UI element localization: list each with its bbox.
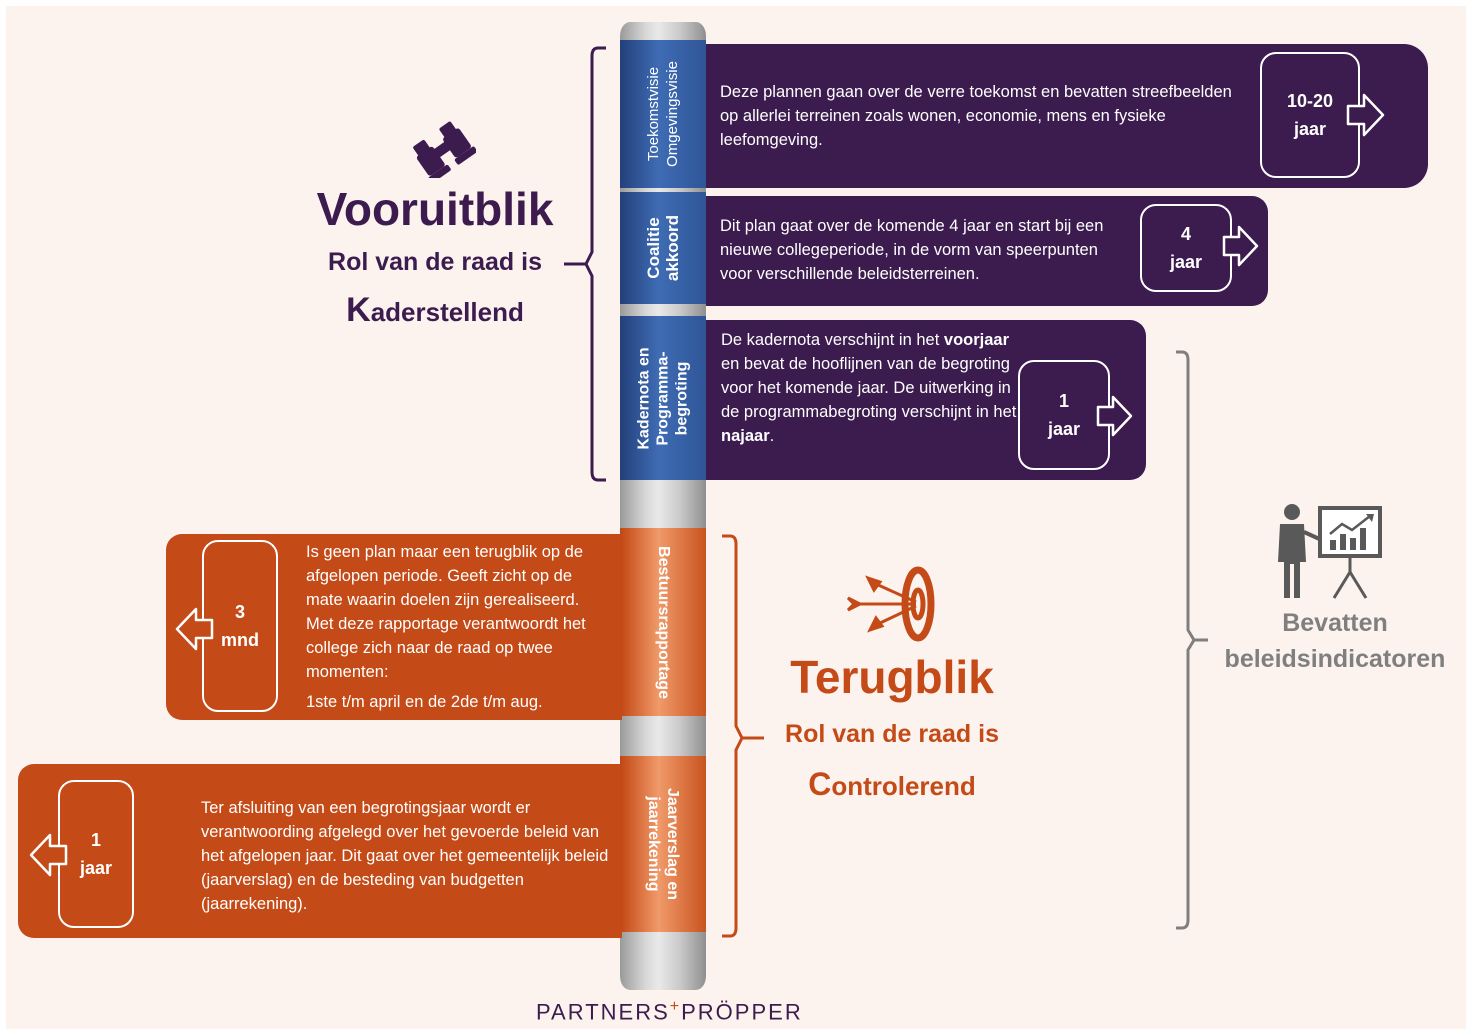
- banner-bestuurs-period-unit: mnd: [221, 630, 259, 650]
- segment-bestuurs-line1: Bestuursrapportage: [654, 545, 672, 699]
- logo-part1: PARTNERS: [536, 999, 670, 1025]
- banner-jaarverslag: 1 jaar Ter afsluiting van een begrotings…: [18, 764, 622, 938]
- banner-bestuurs-period-value: 3: [234, 602, 245, 622]
- segment-kadernota-line3: begroting: [673, 361, 691, 435]
- segment-coalitie[interactable]: Coalitie akkoord: [620, 192, 706, 304]
- arrow-left-icon: [175, 607, 214, 651]
- banner-bestuurs-text2: 1ste t/m april en de 2de t/m aug.: [306, 693, 543, 711]
- banner-kadernota-text-a: De kadernota verschijnt in het: [721, 331, 940, 349]
- banner-jaarverslag-period: 1 jaar: [58, 780, 134, 928]
- banner-kadernota-text-e: .: [769, 427, 775, 445]
- banner-visie-period-unit: jaar: [1293, 119, 1327, 139]
- segment-coalitie-line1: Coalitie: [643, 217, 663, 279]
- segment-jaarverslag-line1: Jaarverslag en: [664, 787, 682, 901]
- terugblik-role-initial: C: [808, 766, 832, 802]
- terugblik-bracket: [722, 534, 764, 938]
- banner-kadernota-period-unit: jaar: [1047, 419, 1081, 439]
- vooruitblik-role: Kaderstellend: [290, 290, 580, 332]
- banner-coalitie-period: 4 jaar: [1140, 204, 1232, 292]
- indicators-bracket: [1176, 350, 1208, 930]
- vooruitblik-role-rest: aderstellend: [370, 297, 524, 327]
- terugblik-title: Terugblik: [790, 651, 994, 703]
- segment-kadernota-line1: Kadernota en: [635, 346, 653, 450]
- banner-jaarverslag-text: Ter afsluiting van een begrotingsjaar wo…: [201, 799, 609, 913]
- banner-kadernota-text-d: najaar: [721, 427, 770, 445]
- partners-propper-logo: PARTNERS+PRÖPPER: [536, 992, 836, 1027]
- vooruitblik-bracket: [564, 46, 606, 482]
- logo-part2: PRÖPPER: [681, 999, 803, 1025]
- terugblik-role-rest: ontrolerend: [831, 771, 976, 801]
- banner-visie-text: Deze plannen gaan over de verre toekomst…: [720, 83, 1232, 149]
- banner-coalitie-period-value: 4: [1180, 224, 1191, 244]
- segment-visie-line2: Omgevingsvisie: [664, 61, 681, 167]
- indicators-line1: Bevatten: [1282, 609, 1388, 637]
- banner-coalitie-period-unit: jaar: [1169, 252, 1203, 272]
- banner-visie: Deze plannen gaan over de verre toekomst…: [706, 44, 1428, 188]
- banner-kadernota-period-value: 1: [1058, 391, 1069, 411]
- segment-kadernota-line2: Programma-: [654, 350, 672, 446]
- binoculars-icon: [413, 121, 476, 178]
- segment-coalitie-line2: akkoord: [662, 214, 682, 282]
- arrow-right-icon: [1096, 395, 1133, 437]
- segment-kadernota[interactable]: Kadernota en Programma- begroting: [620, 316, 706, 480]
- banner-kadernota-text-c: en bevat de hooflijnen van de begroting …: [721, 355, 1017, 421]
- arrow-right-icon: [1346, 93, 1385, 137]
- banner-kadernota-text-b: voorjaar: [943, 331, 1010, 349]
- segment-jaarverslag[interactable]: Jaarverslag en jaarrekening: [620, 756, 706, 932]
- target-arrows-icon: [846, 566, 935, 642]
- segment-visie[interactable]: Toekomstvisie Omgevingsvisie: [620, 40, 706, 188]
- vooruitblik-role-initial: K: [346, 291, 371, 329]
- terugblik-subtitle: Rol van de raad is: [785, 720, 999, 748]
- banner-visie-period: 10-20 jaar: [1260, 52, 1360, 178]
- arrow-left-icon: [29, 833, 68, 877]
- banner-bestuurs-text: Is geen plan maar een terugblik op de af…: [306, 543, 586, 681]
- vooruitblik-subtitle: Rol van de raad is: [328, 248, 542, 276]
- segment-bestuurs[interactable]: Bestuursrapportage: [620, 528, 706, 716]
- banner-jaarverslag-period-value: 1: [90, 830, 101, 850]
- segment-jaarverslag-line2: jaarrekening: [645, 796, 663, 892]
- banner-kadernota-text: De kadernota verschijnt in het voorjaar …: [721, 328, 1017, 448]
- vooruitblik-title: Vooruitblik: [316, 183, 554, 235]
- banner-jaarverslag-period-unit: jaar: [79, 858, 113, 878]
- terugblik-role: Controlerend: [742, 764, 1042, 806]
- arrow-right-icon: [1222, 225, 1259, 267]
- banner-coalitie-text: Dit plan gaat over de komende 4 jaar en …: [720, 217, 1104, 283]
- presenter-chart-icon: [1278, 504, 1382, 599]
- banner-coalitie: Dit plan gaat over de komende 4 jaar en …: [706, 196, 1268, 306]
- indicators-line2: beleidsindicatoren: [1224, 645, 1446, 673]
- banner-visie-period-value: 10-20: [1286, 91, 1334, 111]
- banner-kadernota: De kadernota verschijnt in het voorjaar …: [706, 320, 1146, 480]
- segment-visie-line1: Toekomstvisie: [645, 66, 662, 162]
- banner-bestuurs: 3 mnd Is geen plan maar een terugblik op…: [166, 534, 622, 720]
- logo-plus: +: [669, 998, 682, 1015]
